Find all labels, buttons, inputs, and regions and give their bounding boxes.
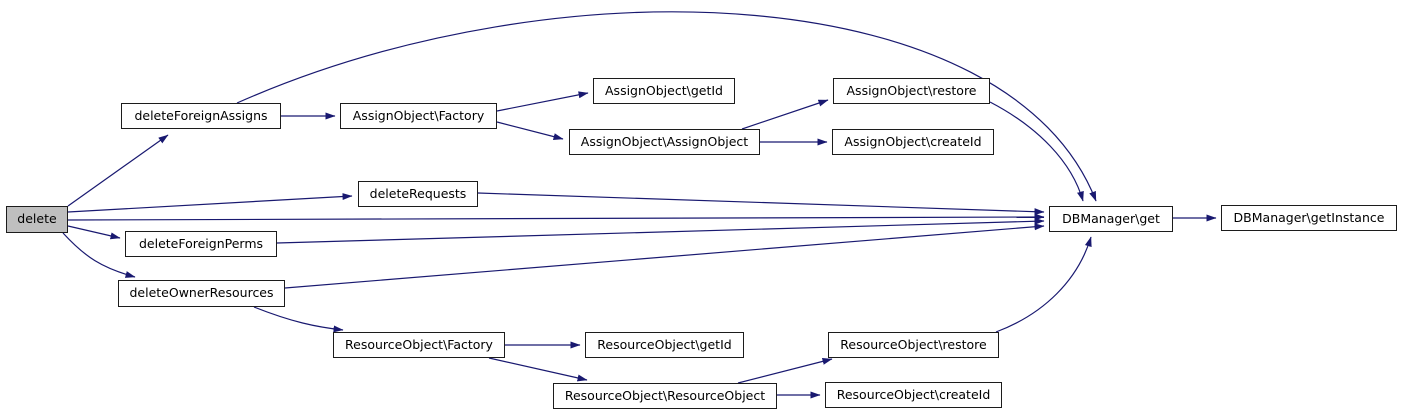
edge-group — [62, 11, 1217, 399]
node-db-manager-get-instance[interactable]: DBManager\getInstance — [1221, 205, 1397, 231]
edge-resource-object-resource-object-to-resource-object-restore — [737, 357, 833, 384]
node-assign-object-get-id[interactable]: AssignObject\getId — [593, 78, 735, 104]
edge-resource-object-restore-to-db-manager-get — [995, 236, 1092, 333]
node-db-manager-get[interactable]: DBManager\get — [1049, 206, 1173, 232]
node-delete-foreign-perms[interactable]: deleteForeignPerms — [125, 231, 277, 257]
edge-delete-owner-resources-to-db-manager-get — [284, 223, 1045, 289]
node-delete-owner-resources[interactable]: deleteOwnerResources — [118, 280, 285, 307]
edge-delete-foreign-perms-to-db-manager-get — [276, 217, 1045, 244]
edge-assign-object-restore-to-db-manager-get — [989, 101, 1084, 202]
edge-delete-to-delete-foreign-assigns — [67, 134, 169, 207]
node-resource-object-resource-object[interactable]: ResourceObject\ResourceObject — [553, 383, 777, 409]
edge-delete-to-delete-requests — [67, 193, 353, 213]
node-assign-object-assign-object[interactable]: AssignObject\AssignObject — [569, 129, 760, 155]
node-resource-object-restore[interactable]: ResourceObject\restore — [828, 332, 999, 358]
edge-delete-to-db-manager-get — [67, 213, 1045, 221]
edge-delete-foreign-assigns-to-db-manager-get — [236, 11, 1097, 202]
node-resource-object-get-id[interactable]: ResourceObject\getId — [585, 332, 744, 358]
edge-delete-to-delete-foreign-perms — [67, 225, 121, 240]
edge-delete-requests-to-db-manager-get — [477, 192, 1045, 216]
node-resource-object-factory[interactable]: ResourceObject\Factory — [333, 332, 505, 358]
node-assign-object-create-id[interactable]: AssignObject\createId — [832, 129, 994, 155]
node-resource-object-create-id[interactable]: ResourceObject\createId — [825, 382, 1002, 408]
node-assign-object-factory[interactable]: AssignObject\Factory — [340, 103, 497, 129]
edge-delete-owner-resources-to-resource-object-factory — [253, 306, 344, 333]
edge-assign-object-assign-object-to-assign-object-restore — [741, 99, 829, 130]
edge-assign-object-factory-to-assign-object-assign-object — [496, 121, 564, 141]
edge-resource-object-factory-to-resource-object-resource-object — [488, 357, 588, 382]
edge-assign-object-factory-to-assign-object-get-id — [496, 91, 589, 112]
edge-delete-to-delete-owner-resources — [62, 232, 136, 278]
node-delete: delete — [6, 206, 68, 233]
node-delete-requests[interactable]: deleteRequests — [358, 181, 478, 207]
node-delete-foreign-assigns[interactable]: deleteForeignAssigns — [121, 103, 281, 129]
node-assign-object-restore[interactable]: AssignObject\restore — [833, 78, 990, 104]
